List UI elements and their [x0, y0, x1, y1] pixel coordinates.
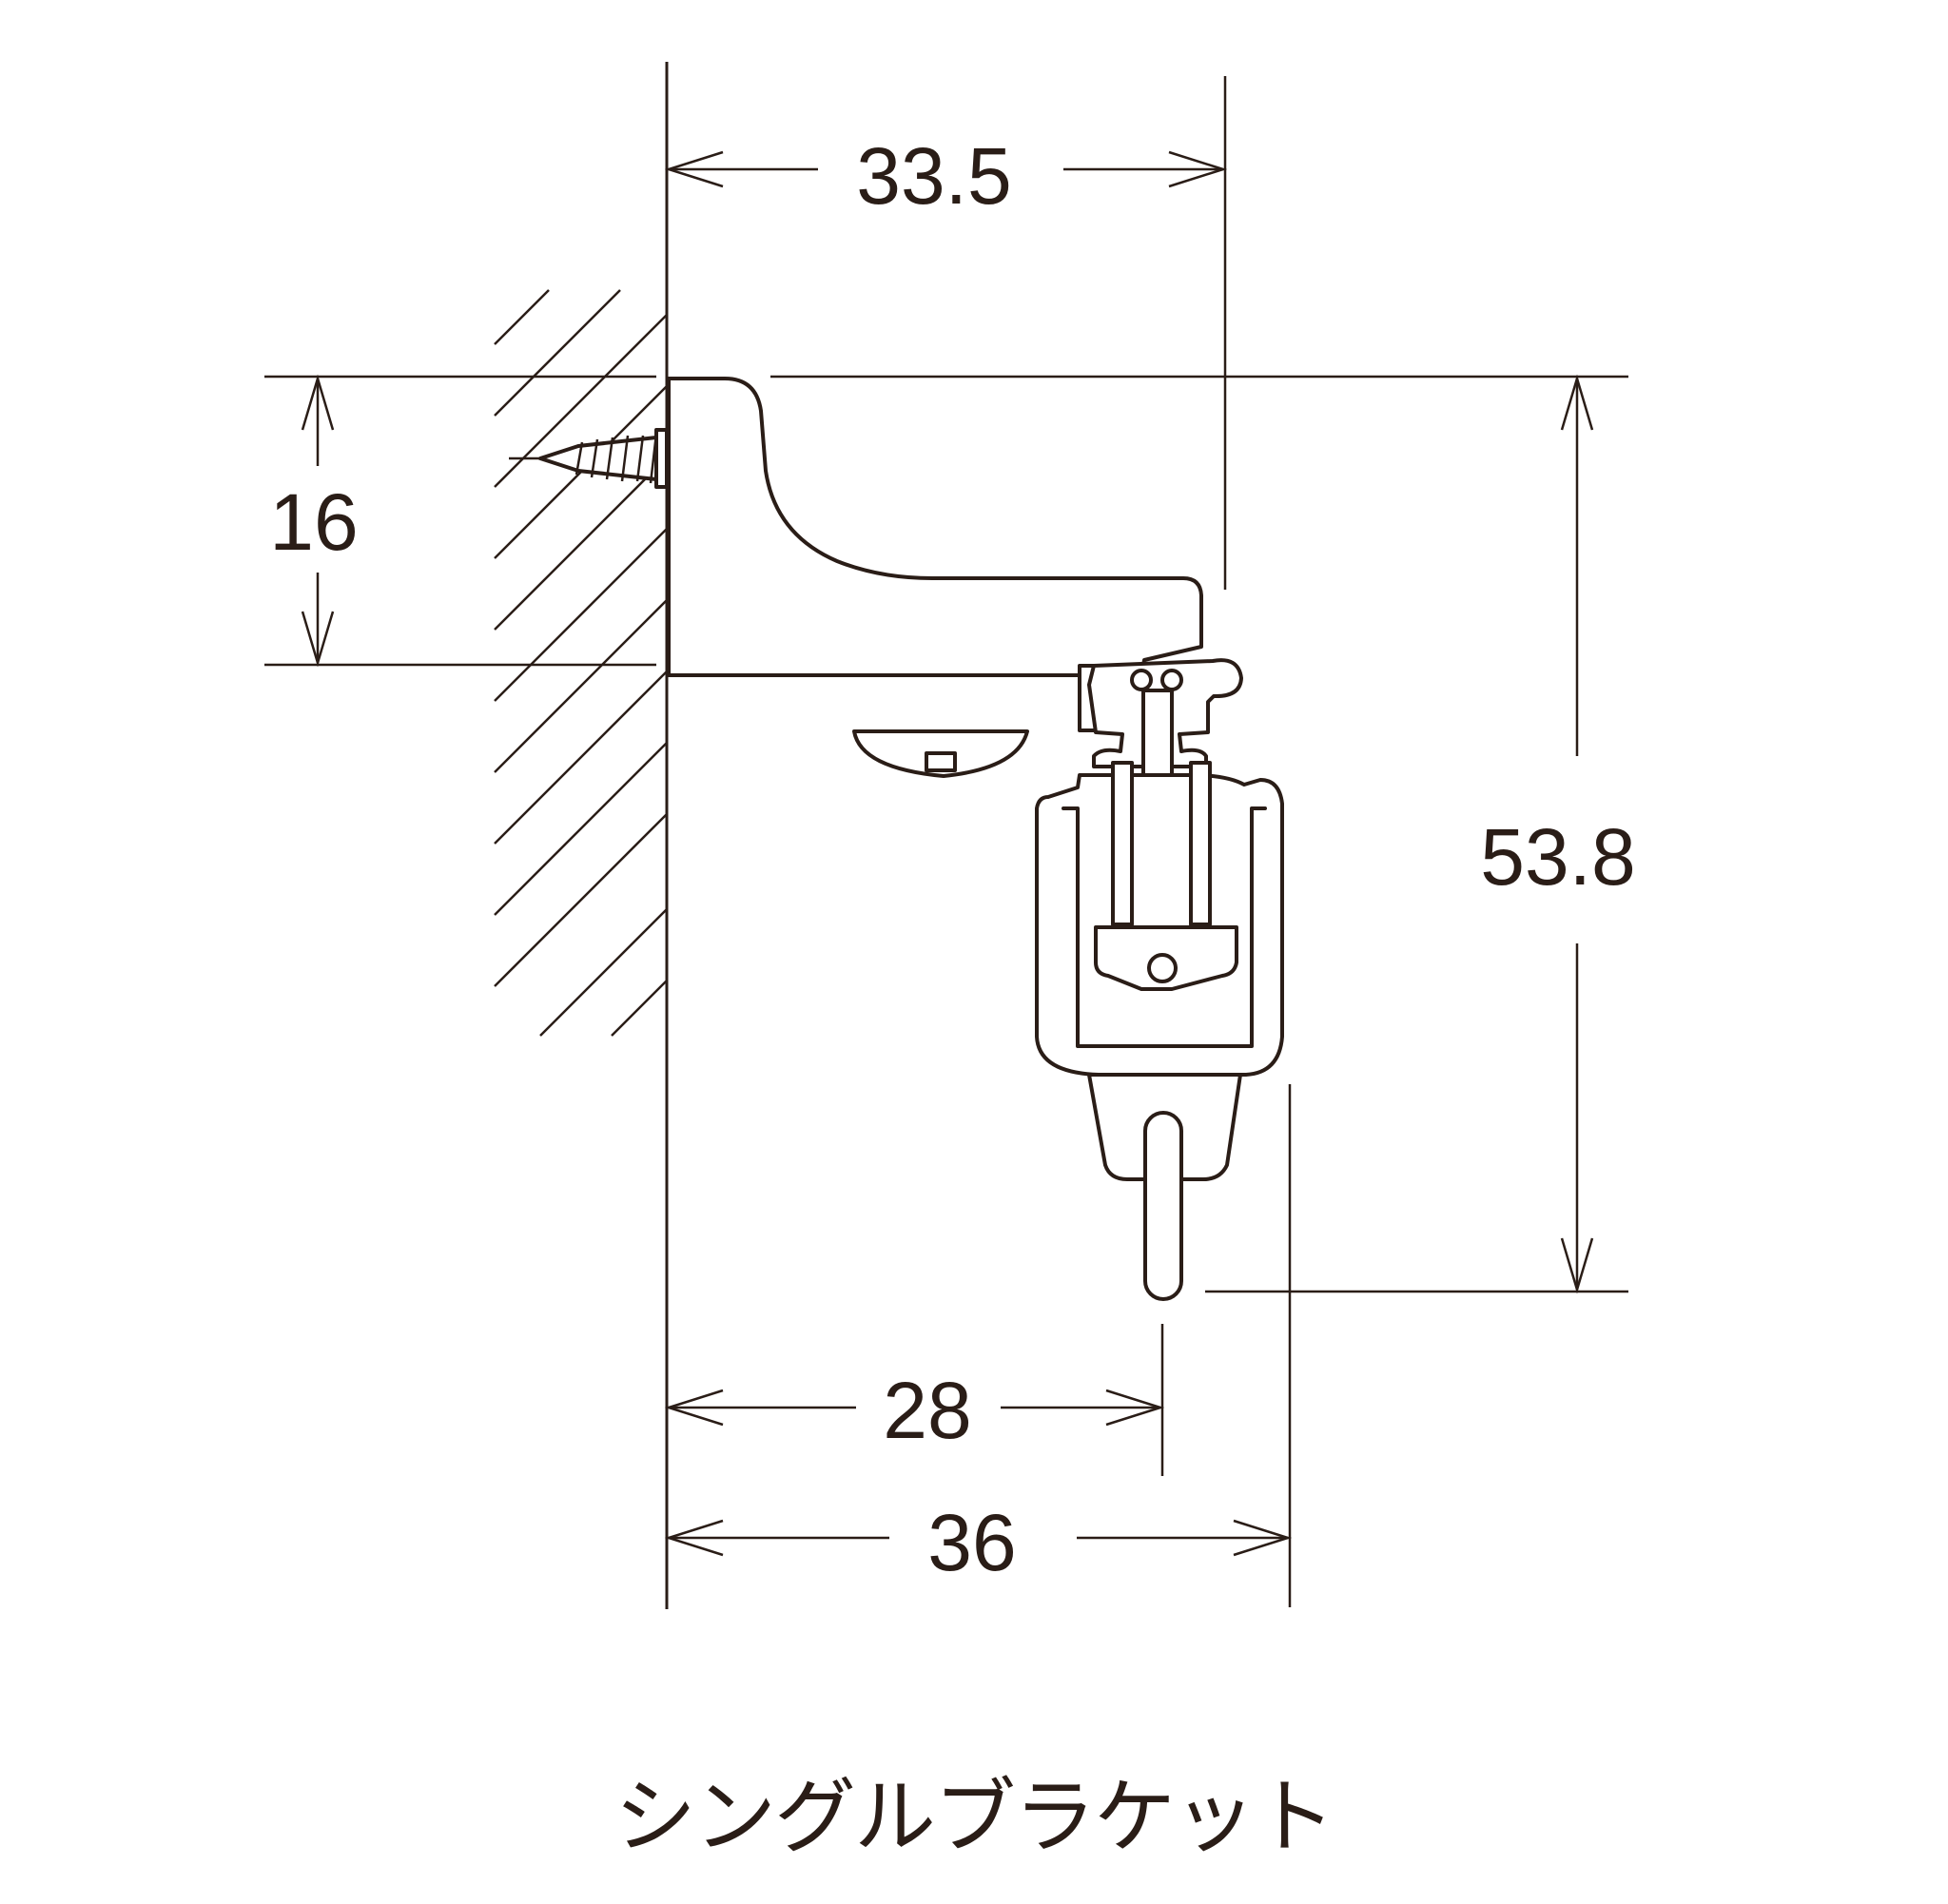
dim-label-hook-offset: 28 [883, 1366, 971, 1455]
dimension-total-height: 53.8 [1480, 374, 1636, 1294]
diagram-caption: シングルブラケット [614, 1770, 1335, 1865]
extension-lines [264, 76, 1628, 1607]
dim-label-bracket-depth: 33.5 [856, 131, 1012, 221]
runner [1035, 658, 1284, 1301]
screw [509, 428, 751, 489]
dimension-hook-offset: 28 [664, 1366, 1165, 1455]
dim-label-total-depth: 36 [927, 1498, 1016, 1587]
dimension-bracket-depth: 33.5 [664, 131, 1228, 221]
dim-label-total-height: 53.8 [1480, 812, 1636, 902]
dimension-bracket-height: 16 [269, 374, 359, 668]
wall-hatching [494, 289, 668, 1037]
dimension-total-depth: 36 [664, 1498, 1293, 1587]
dim-label-bracket-height: 16 [269, 477, 358, 567]
